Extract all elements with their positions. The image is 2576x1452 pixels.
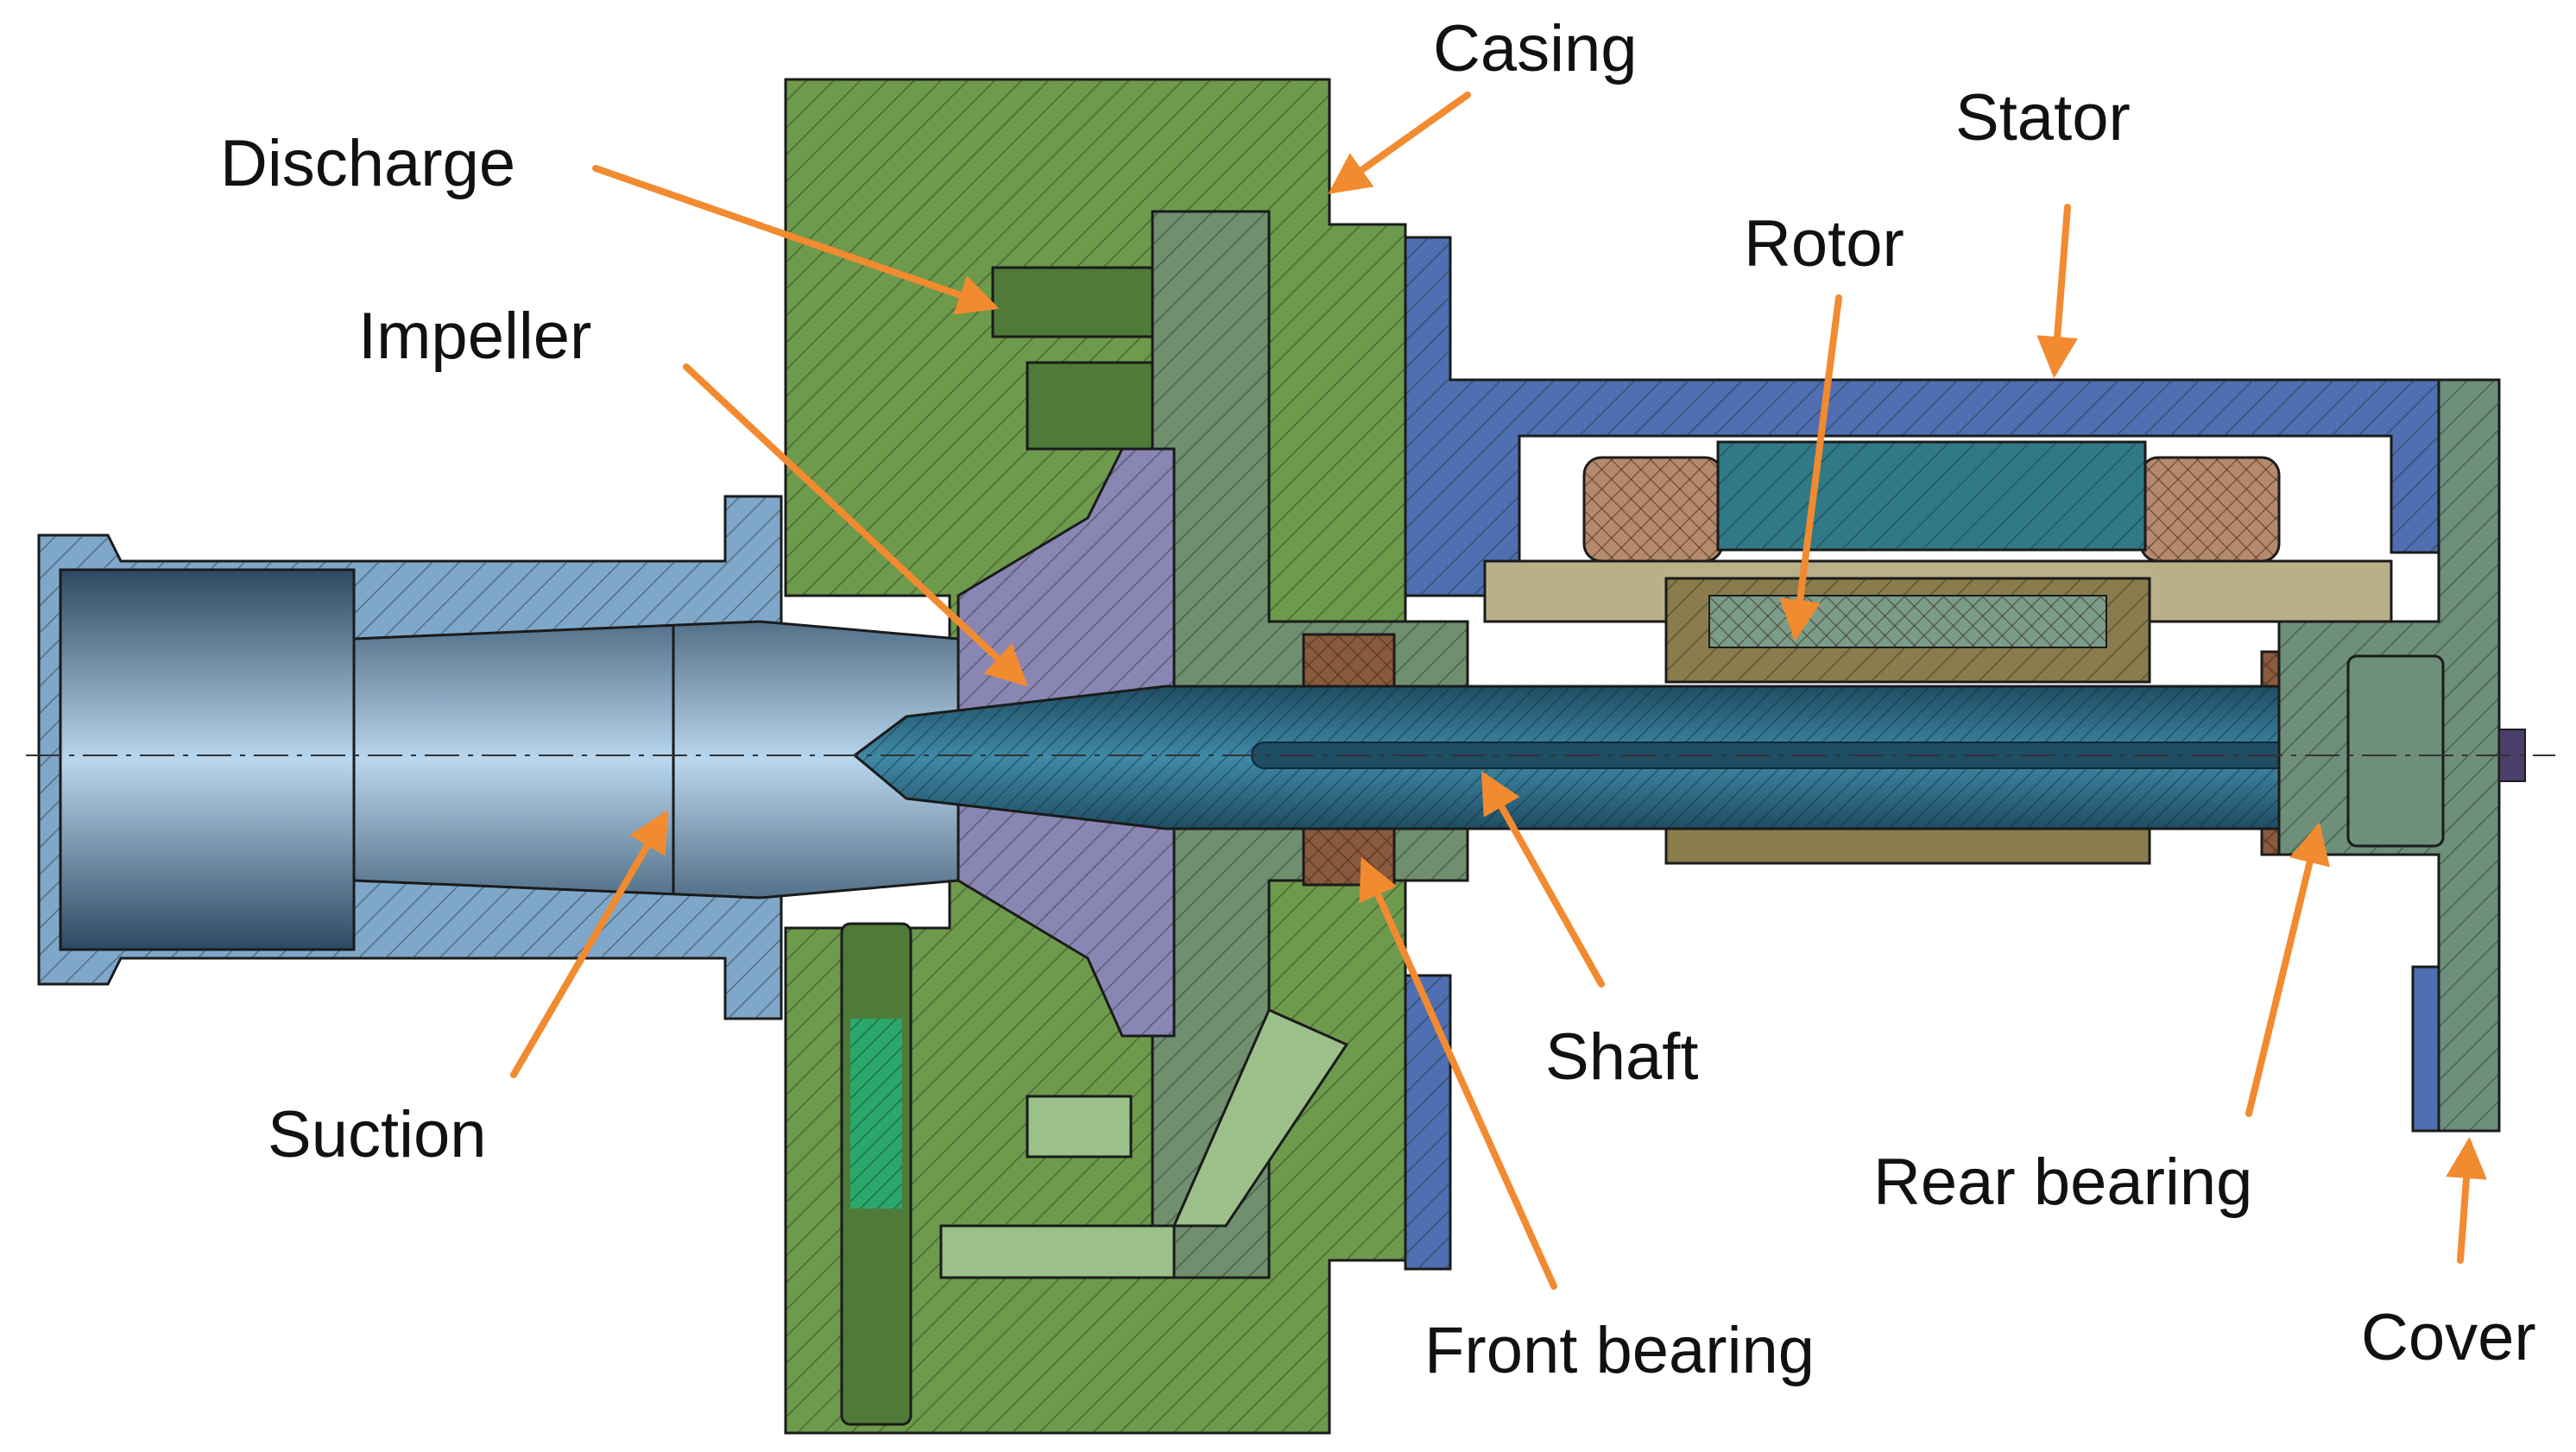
shaft xyxy=(852,685,2419,830)
leader-arrows xyxy=(510,92,2487,1290)
label-discharge: Discharge xyxy=(220,127,515,200)
label-suction: Suction xyxy=(268,1098,487,1171)
stator-housing xyxy=(1404,236,2440,1271)
label-front-bearing: Front bearing xyxy=(1424,1314,1815,1387)
label-stator: Stator xyxy=(1955,81,2131,155)
arrow-stator xyxy=(2036,204,2079,378)
labels: Casing Stator Discharge Rotor Impeller S… xyxy=(220,12,2536,1387)
label-cover: Cover xyxy=(2361,1301,2536,1374)
arrow-impeller xyxy=(683,363,1028,687)
suction-pipe xyxy=(37,495,960,1020)
label-impeller: Impeller xyxy=(358,300,591,373)
label-shaft: Shaft xyxy=(1545,1020,1698,1094)
label-casing: Casing xyxy=(1433,12,1638,85)
arrow-casing xyxy=(1328,92,1471,194)
arrow-front-bearing xyxy=(1359,856,1557,1290)
label-rear-bearing: Rear bearing xyxy=(1873,1146,2252,1219)
rotor xyxy=(1483,559,2393,865)
arrow-rotor xyxy=(1779,294,1842,641)
label-rotor: Rotor xyxy=(1744,207,1904,281)
stator-windings xyxy=(1582,440,2281,563)
arrow-discharge xyxy=(592,165,1000,315)
arrow-cover xyxy=(2446,1137,2487,1264)
arrow-suction xyxy=(510,810,669,1078)
arrow-rear-bearing xyxy=(2245,822,2330,1117)
arrow-shaft xyxy=(1481,771,1605,988)
